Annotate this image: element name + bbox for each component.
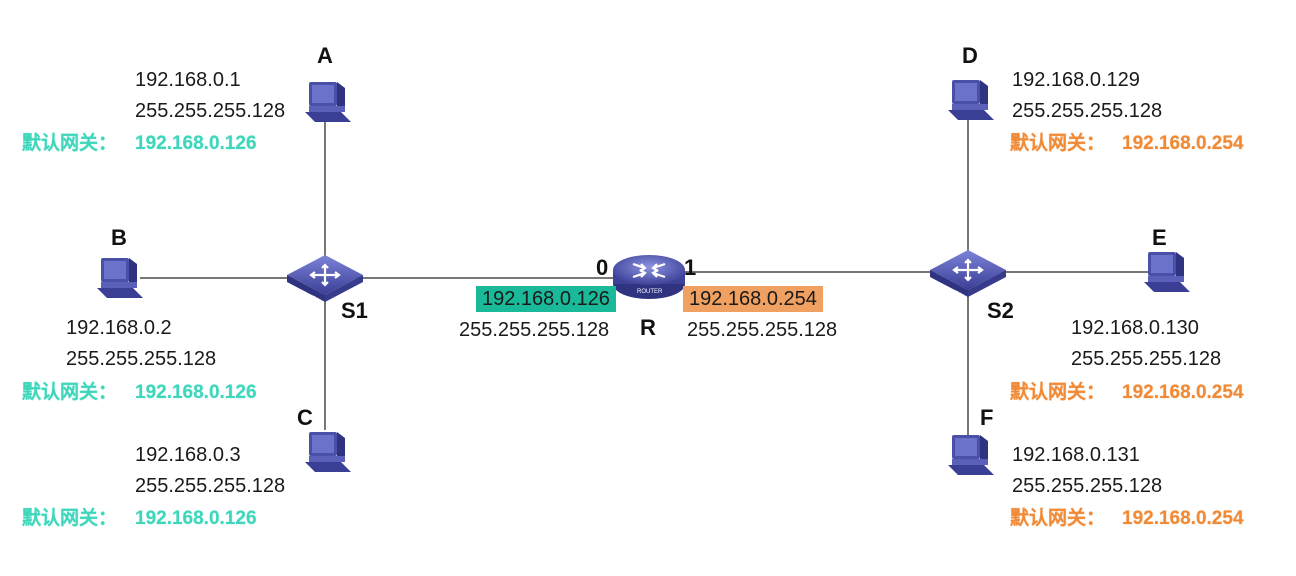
router-port0-ip: 192.168.0.126 <box>476 286 616 312</box>
host-a-ip: 192.168.0.1 <box>135 69 241 91</box>
router-port1-mask: 255.255.255.128 <box>687 319 838 341</box>
computer-icon-d <box>948 80 994 120</box>
host-d-mask: 255.255.255.128 <box>1012 100 1163 122</box>
computer-icon-f <box>948 435 994 475</box>
host-e-label: E <box>1152 225 1167 250</box>
host-a-label: A <box>317 43 333 68</box>
router-label: R <box>640 315 656 340</box>
router-device-text: ROUTER <box>637 289 663 295</box>
host-d-gateway: 192.168.0.254 <box>1122 133 1244 154</box>
computer-icon-c <box>305 432 351 472</box>
computer-icon-b <box>97 258 143 298</box>
router-port0-mask: 255.255.255.128 <box>459 319 610 341</box>
router-port0-label: 0 <box>596 255 609 280</box>
router-icon: ROUTER <box>613 255 685 299</box>
host-f-mask: 255.255.255.128 <box>1012 475 1163 497</box>
switch-icon-s2: SWITCH <box>930 250 1006 302</box>
switch-s1-label: S1 <box>341 298 368 323</box>
host-b-mask: 255.255.255.128 <box>66 348 217 370</box>
host-b-label: B <box>111 225 127 250</box>
host-a-gateway: 192.168.0.126 <box>135 133 257 154</box>
host-a-gateway-label: 默认网关： <box>22 133 118 154</box>
computer-icon-a <box>305 82 351 122</box>
host-b-gateway-label: 默认网关： <box>22 382 118 403</box>
host-c-ip: 192.168.0.3 <box>135 444 241 466</box>
host-f-gateway: 192.168.0.254 <box>1122 508 1244 529</box>
computer-icon-e <box>1144 252 1190 292</box>
host-e-gateway: 192.168.0.254 <box>1122 382 1244 403</box>
host-b-ip: 192.168.0.2 <box>66 317 172 339</box>
host-c-gateway: 192.168.0.126 <box>135 508 257 529</box>
host-d-gateway-label: 默认网关： <box>1010 133 1106 154</box>
router-port1-ip: 192.168.0.254 <box>683 286 823 312</box>
host-f-gateway-label: 默认网关： <box>1010 508 1106 529</box>
host-d-ip: 192.168.0.129 <box>1012 69 1140 91</box>
switch-icon-s1: SWITCH <box>287 255 363 307</box>
router-port1-label: 1 <box>684 255 697 280</box>
host-e-mask: 255.255.255.128 <box>1071 348 1222 370</box>
host-f-label: F <box>980 405 994 430</box>
host-c-mask: 255.255.255.128 <box>135 475 286 497</box>
host-e-gateway-label: 默认网关： <box>1010 382 1106 403</box>
host-c-label: C <box>297 405 313 430</box>
host-a-mask: 255.255.255.128 <box>135 100 286 122</box>
host-e-ip: 192.168.0.130 <box>1071 317 1199 339</box>
host-d-label: D <box>962 43 978 68</box>
host-f-ip: 192.168.0.131 <box>1012 444 1140 466</box>
host-c-gateway-label: 默认网关： <box>22 508 118 529</box>
host-b-gateway: 192.168.0.126 <box>135 382 257 403</box>
switch-s2-label: S2 <box>987 298 1014 323</box>
